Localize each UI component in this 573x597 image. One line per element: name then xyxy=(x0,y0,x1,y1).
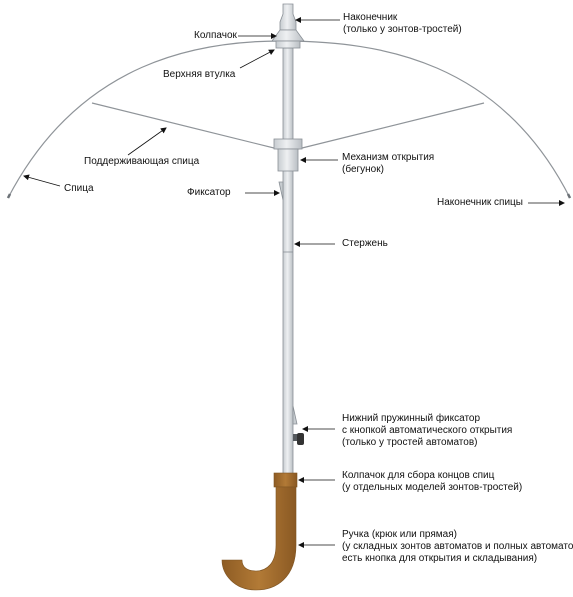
label-mechanism: Механизм открытия (бегунок) xyxy=(342,152,434,176)
label-tip: Наконечник (только у зонтов-тростей) xyxy=(343,12,462,36)
arrow-stretcher xyxy=(127,127,167,156)
label-rib: Спица xyxy=(64,183,94,194)
label-top-hub: Верхняя втулка xyxy=(163,69,236,80)
label-handle-cap: Колпачок для сбора концов спиц (у отдель… xyxy=(342,470,522,494)
tip-finial xyxy=(279,3,297,31)
stretcher-left xyxy=(91,102,279,150)
label-mechanism-line1: Механизм открытия xyxy=(342,152,435,163)
lower-latch-stem xyxy=(293,434,298,441)
label-shaft: Стержень xyxy=(342,238,388,249)
label-mechanism-line2: (бегунок) xyxy=(342,164,384,175)
label-handle-line1: Ручка (крюк или прямая) xyxy=(342,529,457,540)
handle-hook xyxy=(221,486,297,591)
arrow-top-hub xyxy=(239,49,275,69)
label-tip-line1: Наконечник xyxy=(343,12,398,23)
label-handle: Ручка (крюк или прямая) (у складных зонт… xyxy=(342,529,573,565)
stretcher-right xyxy=(297,102,485,150)
label-handle-cap-line1: Колпачок для сбора концов спиц xyxy=(342,470,495,481)
handle-cap xyxy=(273,472,298,488)
label-lower-latch: Нижний пружинный фиксатор с кнопкой авто… xyxy=(342,413,512,449)
shaft xyxy=(282,47,294,479)
label-tip-line2: (только у зонтов-тростей) xyxy=(343,24,462,35)
label-lower-latch-line2: с кнопкой автоматического открытия xyxy=(342,425,513,436)
cap-shape xyxy=(271,29,305,42)
label-handle-line2: (у складных зонтов автоматов и полных ав… xyxy=(342,541,573,552)
lower-latch xyxy=(292,405,298,425)
label-lower-latch-line1: Нижний пружинный фиксатор xyxy=(342,413,481,424)
auto-open-button xyxy=(297,433,304,445)
runner xyxy=(273,138,303,150)
label-handle-line3: есть кнопка для открытия и складывания) xyxy=(342,553,538,564)
rib-tip-right xyxy=(566,193,572,199)
label-lower-latch-line3: (только у тростей автоматов) xyxy=(342,437,478,448)
label-stretcher: Поддерживающая спица xyxy=(84,156,200,167)
rib-tip-left xyxy=(6,193,12,199)
label-cap: Колпачок xyxy=(194,30,237,41)
label-latch: Фиксатор xyxy=(187,187,231,198)
label-handle-cap-line2: (у отдельных моделей зонтов-тростей) xyxy=(342,482,523,493)
label-rib-tip: Наконечник спицы xyxy=(437,197,523,208)
latch xyxy=(278,181,284,201)
top-hub xyxy=(275,40,301,49)
runner-sleeve xyxy=(277,148,299,172)
arrow-rib xyxy=(23,174,61,187)
